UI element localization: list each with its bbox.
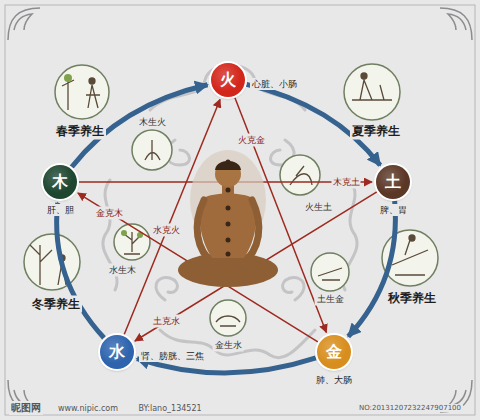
element-name: 土 — [376, 165, 410, 199]
element-circle: 水肾、膀胱、三焦 — [100, 335, 134, 369]
watermark: NO:20131207232247907100 — [357, 404, 463, 412]
season-label: 冬季养生 — [30, 296, 82, 313]
controlling-label: 金克木 — [95, 206, 124, 219]
element-circle: 火心脏、小肠 — [211, 63, 245, 97]
controlling-line — [78, 193, 318, 342]
cycle-label: 金生水 — [213, 339, 244, 352]
season-label: 夏季养生 — [350, 123, 402, 140]
watermark: 昵图网 — [9, 401, 43, 415]
controlling-label: 土克水 — [152, 315, 181, 328]
cycle-label: 土生金 — [315, 293, 346, 306]
organ-label: 心脏、小肠 — [250, 78, 299, 90]
organ-label: 肝、胆 — [45, 204, 76, 216]
season-label: 春季养生 — [54, 123, 106, 140]
controlling-label: 水克火 — [152, 223, 181, 236]
element-name: 水 — [100, 335, 134, 369]
controlling-label: 火克金 — [237, 133, 266, 146]
element-name: 木 — [43, 165, 77, 199]
generating-arrow — [348, 201, 395, 337]
element-circle: 金肺、大肠 — [317, 335, 351, 369]
element-circle: 木肝、胆 — [43, 165, 77, 199]
cycle-label: 水生木 — [107, 264, 138, 277]
organ-label: 肾、膀胱、三焦 — [139, 350, 206, 362]
element-circle: 土脾、胃 — [376, 165, 410, 199]
cycle-label: 木生火 — [137, 116, 168, 129]
organ-label: 脾、胃 — [378, 204, 409, 216]
watermark: www.nipic.com — [56, 404, 120, 413]
controlling-line — [135, 192, 377, 341]
watermark: BY:lano_134521 — [136, 404, 203, 413]
cycle-label: 火生土 — [303, 201, 334, 214]
element-name: 火 — [211, 63, 245, 97]
generating-arrow — [57, 203, 104, 338]
element-name: 金 — [317, 335, 351, 369]
season-label: 秋季养生 — [386, 290, 438, 307]
organ-label: 肺、大肠 — [314, 374, 354, 386]
controlling-label: 木克土 — [332, 176, 361, 189]
